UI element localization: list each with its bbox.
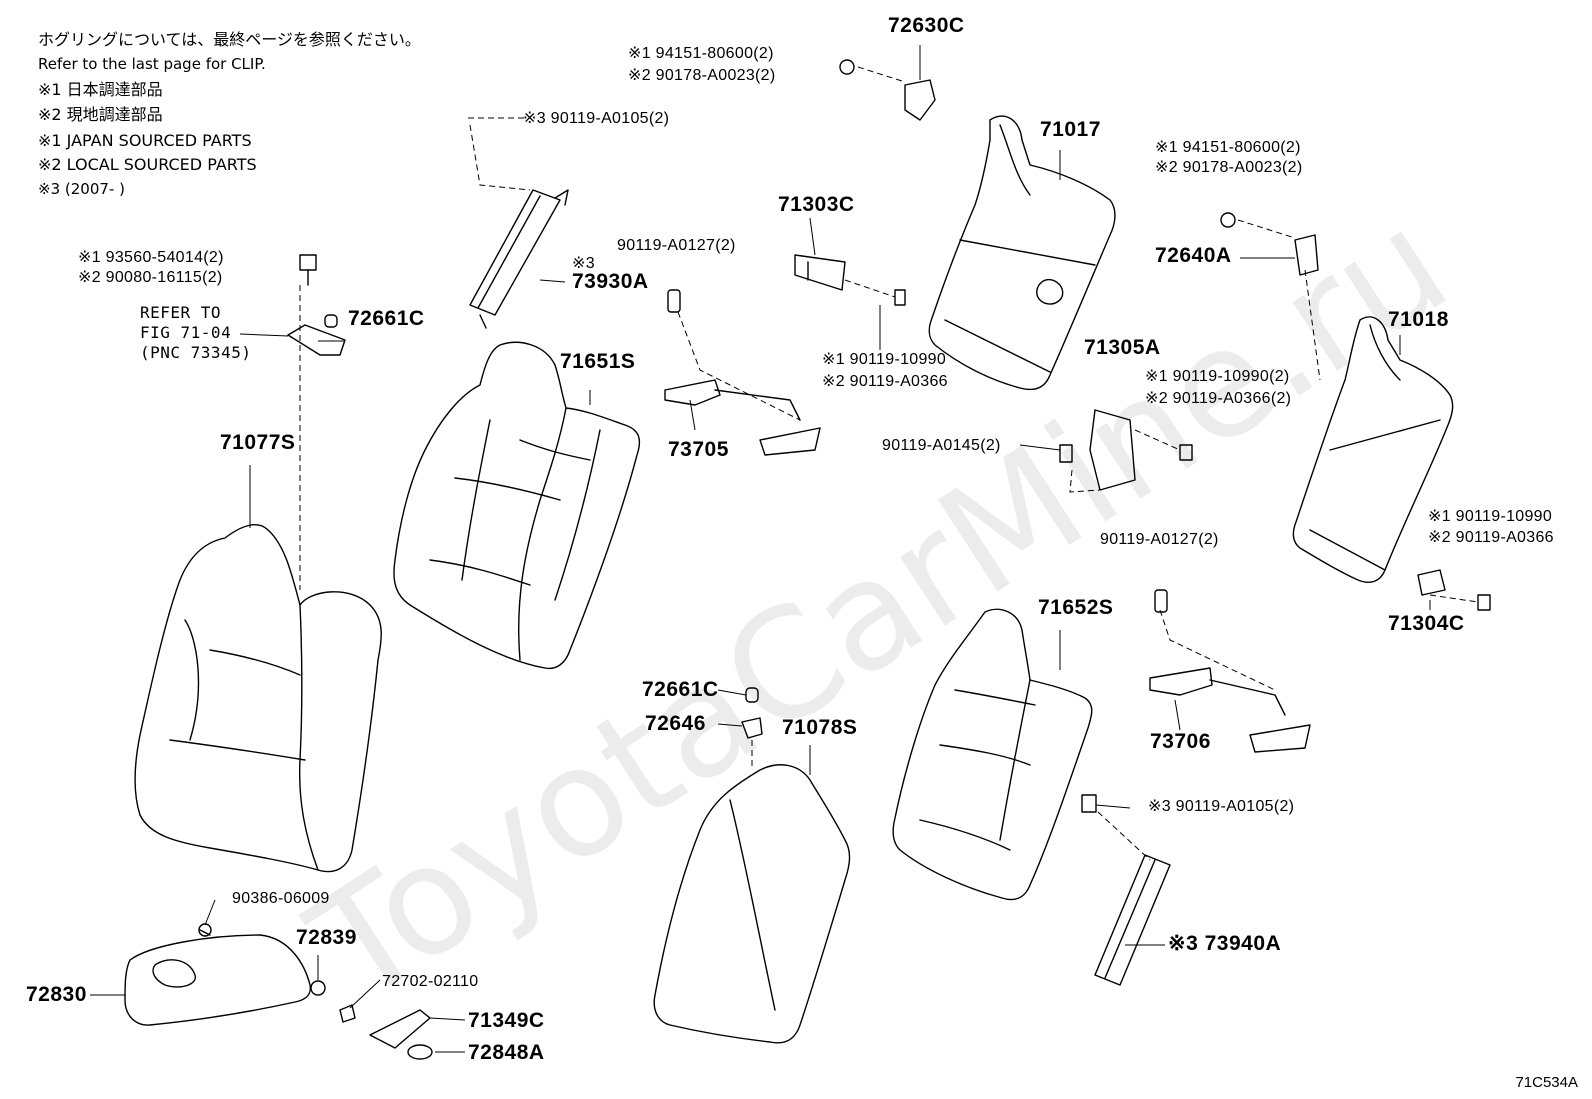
- bolt-label-far-1[interactable]: ※1 90119-10990: [1428, 508, 1553, 525]
- note-japan-sourced-en: ※1 JAPAN SOURCED PARTS: [38, 131, 252, 150]
- bolt-label-nut-right-2[interactable]: ※2 90178-A0023(2): [1155, 159, 1303, 176]
- bracket-71304c: [1417, 569, 1491, 611]
- part-label-73940a[interactable]: ※3 73940A: [1168, 932, 1282, 955]
- part-label-71651s[interactable]: 71651S: [560, 350, 636, 373]
- bolt-label-mid-2[interactable]: ※2 90119-A0366: [822, 373, 948, 390]
- bolt-label-pillar-top[interactable]: ※3 90119-A0105(2): [523, 110, 670, 127]
- bracket-71305a: [1059, 409, 1193, 491]
- diagram-id: 71C534A: [1515, 1074, 1578, 1091]
- seat-back-pad-71652s: [892, 608, 1093, 901]
- bolt-label-left-2[interactable]: ※2 90080-16115(2): [78, 269, 223, 286]
- part-label-72646[interactable]: 72646: [645, 712, 706, 735]
- hinge-72630c: [839, 59, 936, 121]
- note-japan-sourced-jp: ※1 日本調達部品: [38, 80, 163, 99]
- part-label-73706[interactable]: 73706: [1150, 730, 1211, 753]
- refer-line-2: FIG 71-04: [140, 323, 232, 342]
- part-label-73705[interactable]: 73705: [668, 438, 729, 461]
- bolt-label-0127-right[interactable]: 90119-A0127(2): [1100, 531, 1219, 548]
- bolt-label-right-1[interactable]: ※1 90119-10990(2): [1145, 368, 1290, 385]
- note-clip-english: Refer to the last page for CLIP.: [38, 55, 266, 73]
- refer-line-3: (PNC 73345): [140, 343, 252, 362]
- part-label-72630c[interactable]: 72630C: [888, 14, 965, 37]
- bracket-refer-71-04: [287, 254, 346, 356]
- bolt-label-nut-right-1[interactable]: ※1 94151-80600(2): [1155, 139, 1301, 156]
- bolt-label-02110[interactable]: 72702-02110: [382, 973, 479, 990]
- note-local-sourced-jp: ※2 現地調達部品: [38, 105, 163, 124]
- part-label-71652s[interactable]: 71652S: [1038, 596, 1114, 619]
- part-note-73930a: ※3: [572, 255, 595, 272]
- note-clip-japanese: ホグリングについては、最終ページを参照ください。: [38, 30, 421, 49]
- bolt-label-right-2[interactable]: ※2 90119-A0366(2): [1145, 390, 1292, 407]
- bracket-71303c: [794, 254, 906, 306]
- bolt-label-nut-top-2[interactable]: ※2 90178-A0023(2): [628, 67, 776, 84]
- part-label-72830[interactable]: 72830: [26, 983, 87, 1006]
- part-label-72661c-right[interactable]: 72661C: [642, 678, 719, 701]
- bolt-label-far-2[interactable]: ※2 90119-A0366: [1428, 529, 1554, 546]
- part-label-71304c[interactable]: 71304C: [1388, 612, 1465, 635]
- part-label-72839[interactable]: 72839: [296, 926, 357, 949]
- bolt-label-left-1[interactable]: ※1 93560-54014(2): [78, 249, 224, 266]
- part-label-72661c-left[interactable]: 72661C: [348, 307, 425, 330]
- bolt-label-0145[interactable]: 90119-A0145(2): [882, 437, 1001, 454]
- bolt-label-mid-1[interactable]: ※1 90119-10990: [822, 351, 947, 368]
- part-label-73930a[interactable]: 73930A: [572, 270, 649, 293]
- part-label-71349c[interactable]: 71349C: [468, 1009, 545, 1032]
- bolt-label-pillar-bottom[interactable]: ※3 90119-A0105(2): [1148, 798, 1295, 815]
- side-airbag-73930a: [469, 189, 569, 329]
- seat-back-pad-71651s: [393, 341, 641, 670]
- linkage-73705: [664, 289, 821, 456]
- bolt-label-06009[interactable]: 90386-06009: [232, 890, 330, 907]
- seat-back-cover-71078s: [653, 764, 851, 1044]
- bolt-label-nut-top-1[interactable]: ※1 94151-80600(2): [628, 45, 774, 62]
- note-source-3: ※3 (2007- ): [38, 180, 125, 198]
- part-label-72848a[interactable]: 72848A: [468, 1041, 545, 1064]
- clips-72646-72661c: [741, 687, 763, 739]
- bolt-label-0127-left[interactable]: 90119-A0127(2): [617, 237, 736, 254]
- seat-back-frame-71017: [928, 115, 1116, 391]
- part-label-71305a[interactable]: 71305A: [1084, 336, 1161, 359]
- linkage-73706: [1149, 589, 1311, 753]
- part-label-71077s[interactable]: 71077S: [220, 431, 296, 454]
- hinge-72640a: [1220, 212, 1319, 276]
- refer-line-1: REFER TO: [140, 303, 222, 322]
- seat-back-cover-71077s: [134, 524, 382, 873]
- part-label-71303c[interactable]: 71303C: [778, 193, 855, 216]
- part-label-72640a[interactable]: 72640A: [1155, 244, 1232, 267]
- part-label-71017[interactable]: 71017: [1040, 118, 1101, 141]
- part-label-71078s[interactable]: 71078S: [782, 716, 858, 739]
- seat-back-frame-71018: [1292, 316, 1454, 583]
- part-label-71018[interactable]: 71018: [1388, 308, 1449, 331]
- note-local-sourced-en: ※2 LOCAL SOURCED PARTS: [38, 155, 257, 174]
- side-airbag-73940a: [1081, 794, 1171, 986]
